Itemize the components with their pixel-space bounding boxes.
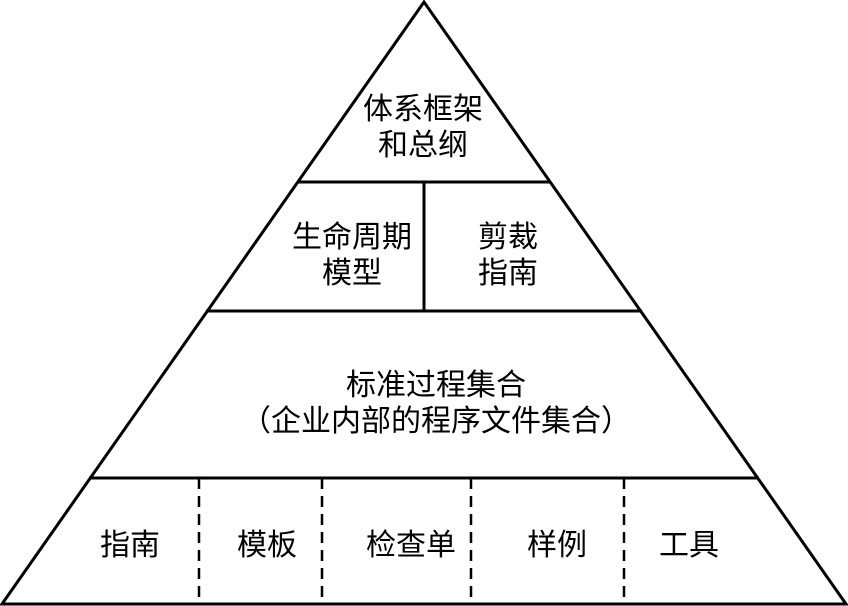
base-item-checklist: 检查单 [366,528,456,563]
second-tier-left-line-2: 模型 [322,256,382,291]
base-item-template: 模板 [237,528,297,563]
second-tier-right-label: 剪裁 指南 [478,220,538,292]
base-item-example: 样例 [527,528,587,563]
second-tier-right-line-2: 指南 [478,256,538,291]
third-tier-line-2: （企业内部的程序文件集合） [241,404,631,439]
base-item-tools: 工具 [659,528,719,563]
second-tier-right-line-1: 剪裁 [478,220,538,255]
third-tier-line-1: 标准过程集合 [346,368,526,403]
second-tier-left-label: 生命周期 模型 [292,220,412,292]
third-tier-label: 标准过程集合 （企业内部的程序文件集合） [241,368,631,440]
top-tier-line-2: 和总纲 [378,128,468,163]
top-tier-label: 体系框架 和总纲 [363,92,483,164]
base-item-guide: 指南 [100,528,160,563]
second-tier-left-line-1: 生命周期 [292,220,412,255]
top-tier-line-1: 体系框架 [363,92,483,127]
